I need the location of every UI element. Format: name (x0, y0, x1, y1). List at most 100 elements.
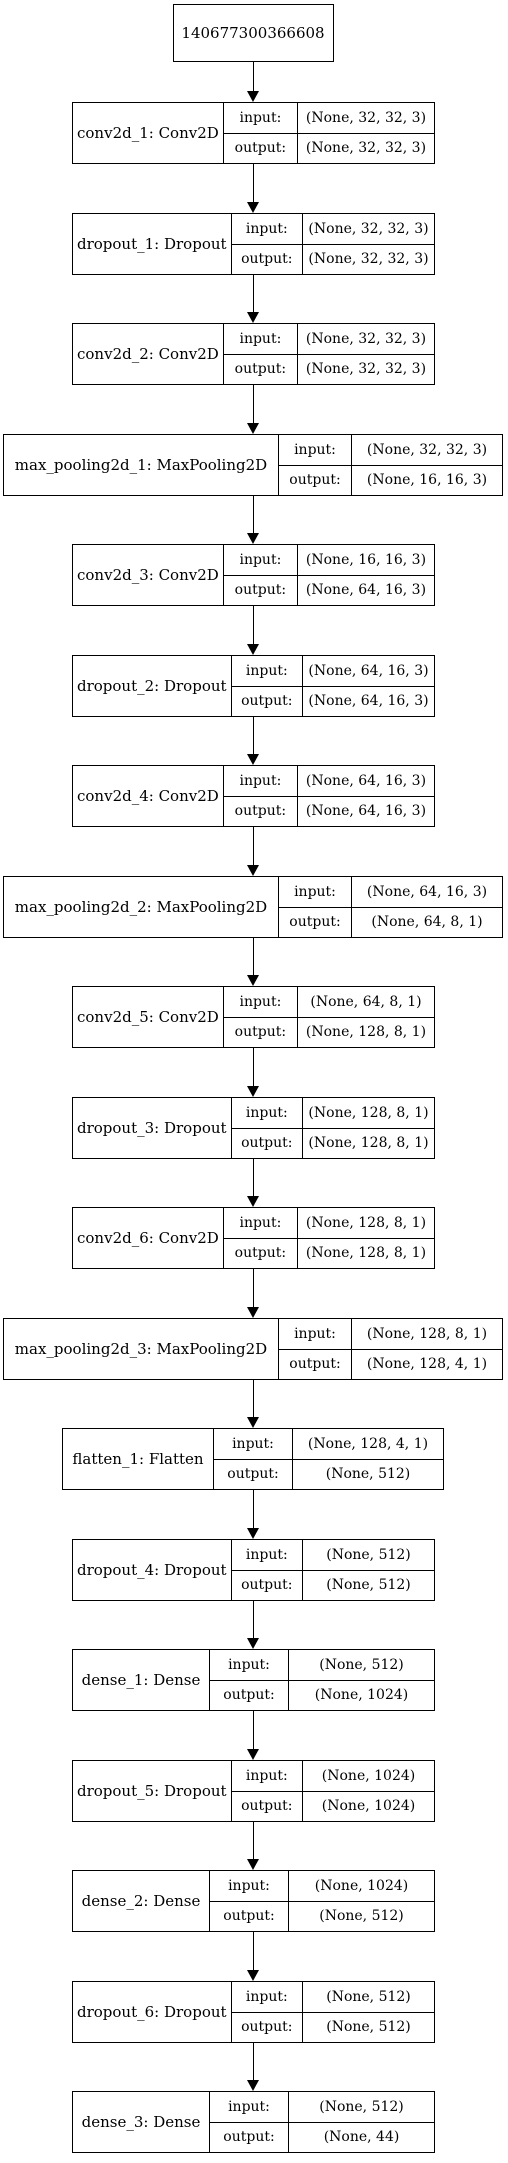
output-shape: (None, 128, 8, 1) (305, 1245, 427, 1262)
port-labels: input:output: (231, 1982, 304, 2042)
layer-name: dropout_3: Dropout (73, 1098, 232, 1158)
output-label: output: (234, 1245, 287, 1262)
port-labels: input:output: (231, 214, 304, 274)
input-label: input: (231, 1761, 303, 1792)
output-shape: (None, 512) (326, 1577, 411, 1594)
layer-name: dropout_1: Dropout (73, 214, 232, 274)
input-label: input: (223, 1208, 297, 1239)
shape-values: (None, 1024)(None, 512) (289, 1871, 434, 1931)
output-shape: (None, 44) (323, 2129, 400, 2146)
port-labels: input: output: (210, 2092, 289, 2152)
input-shape: (None, 32, 32, 3) (352, 435, 502, 466)
arrow-head-icon (247, 1528, 259, 1539)
layer-name: conv2d_2: Conv2D (73, 324, 224, 384)
output-shape: (None, 32, 32, 3) (308, 251, 429, 268)
port-labels: input:output: (223, 103, 298, 163)
arrow-head-icon (247, 91, 259, 102)
shape-values: (None, 1024) (None, 1024) (303, 1761, 434, 1821)
shape-values: (None, 512)(None, 44) (289, 2092, 434, 2152)
layer-name: conv2d_4: Conv2D (73, 766, 224, 826)
input-shape: (None, 128, 8, 1) (352, 1319, 502, 1350)
input-label: input: (210, 1650, 288, 1681)
port-labels: input:output: (223, 766, 298, 826)
layer-name: conv2d_1: Conv2D (73, 103, 224, 163)
output-label: output: (223, 1908, 275, 1925)
edge-line (253, 164, 254, 203)
output-label: output: (241, 1798, 293, 1815)
output-shape: (None, 1024) (314, 1687, 409, 1704)
input-label: input: (210, 2092, 288, 2123)
port-labels: input:output: (279, 1319, 352, 1379)
edge-line (253, 1380, 254, 1418)
input-label: input: (223, 324, 297, 355)
output-shape: (None, 128, 4, 1) (366, 1356, 488, 1373)
edge-line (253, 1269, 254, 1308)
output-label: output: (289, 472, 341, 489)
edge-line (253, 1159, 254, 1197)
port-labels: input: output: (231, 1761, 304, 1821)
layer-name: dense_2: Dense (73, 1871, 210, 1931)
edge-line (253, 62, 254, 92)
output-label: output: (234, 803, 287, 820)
shape-values: (None, 32, 32, 3)(None, 32, 32, 3) (303, 214, 434, 274)
output-shape: (None, 32, 32, 3) (305, 140, 427, 157)
layer-name: conv2d_6: Conv2D (73, 1208, 224, 1268)
shape-values: (None, 512)(None, 1024) (289, 1650, 434, 1710)
output-label: output: (289, 914, 341, 931)
shape-values: (None, 64, 16, 3)(None, 64, 8, 1) (352, 877, 502, 937)
arrow-head-icon (247, 1417, 259, 1428)
port-labels: input:output: (214, 1429, 293, 1489)
output-shape: (None, 1024) (321, 1798, 416, 1815)
port-labels: input:output: (231, 656, 304, 716)
layer-name: conv2d_3: Conv2D (73, 545, 224, 605)
output-label: output: (234, 140, 287, 157)
shape-values: (None, 64, 16, 3) (None, 64, 16, 3) (303, 656, 434, 716)
input-label: input: (223, 545, 297, 576)
edge-line (253, 1601, 254, 1639)
output-label: output: (234, 361, 287, 378)
layer-name: max_pooling2d_1: MaxPooling2D (4, 435, 279, 495)
output-label: output: (241, 251, 293, 268)
output-shape: (None, 64, 16, 3) (308, 693, 429, 710)
input-shape: (None, 64, 8, 1) (297, 987, 434, 1018)
edge-line (253, 938, 254, 976)
shape-values: (None, 64, 16, 3)(None, 64, 16, 3) (297, 766, 434, 826)
edge-line (253, 606, 254, 645)
input-label: input: (231, 1540, 303, 1571)
layer-name: dropout_4: Dropout (73, 1540, 232, 1600)
output-label: output: (241, 2019, 293, 2036)
shape-values: (None, 64, 8, 1)(None, 128, 8, 1) (297, 987, 434, 1047)
input-shape: (None, 128, 4, 1) (293, 1429, 443, 1460)
input-label: input: (279, 435, 351, 466)
input-shape: (None, 1024) (303, 1761, 434, 1792)
arrow-head-icon (247, 423, 259, 434)
layer-name: conv2d_5: Conv2D (73, 987, 224, 1047)
shape-values: (None, 512)(None, 512) (303, 1982, 434, 2042)
edge-line (253, 1822, 254, 1860)
port-labels: input: output: (223, 1208, 298, 1268)
arrow-head-icon (247, 1638, 259, 1649)
arrow-head-icon (247, 533, 259, 544)
output-label: output: (234, 1024, 287, 1041)
input-label: input: (231, 1098, 303, 1129)
shape-values: (None, 128, 8, 1) (None, 128, 4, 1) (352, 1319, 502, 1379)
input-label: input: (214, 1429, 292, 1460)
layer-name: dense_1: Dense (73, 1650, 210, 1710)
arrow-head-icon (247, 1970, 259, 1981)
input-shape: (None, 64, 16, 3) (303, 656, 434, 687)
port-labels: input:output: (231, 1098, 304, 1158)
layer-name: dropout_2: Dropout (73, 656, 232, 716)
output-label: output: (223, 2129, 275, 2146)
port-labels: input:output: (210, 1650, 289, 1710)
